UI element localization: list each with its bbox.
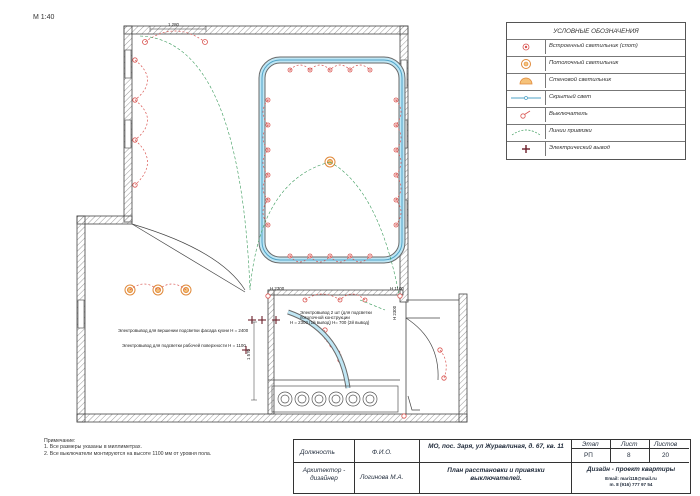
binding-line-icon: [511, 129, 541, 136]
dim-mid-h: H 2300: [392, 305, 397, 320]
contour-spots: [265, 67, 399, 259]
notes-title: Примечание:: [44, 438, 76, 444]
legend: УСЛОВНЫЕ ОБОЗНАЧЕНИЯ Встроенный светильн…: [506, 22, 686, 160]
ceiling-lamp-icon: [521, 59, 531, 69]
note-outlet-ceiling-3: H = 2300 (1й вывод) H= 700 (2й вывод): [290, 320, 370, 325]
stage-value: РП: [584, 452, 593, 459]
wardrobe-circles: [271, 385, 399, 413]
sheets-label: Листов: [654, 441, 678, 448]
scale-label: М 1:40: [33, 14, 55, 21]
binding-lines: [139, 35, 401, 311]
email: Email: mari118@mail.ru: [605, 476, 657, 481]
company: Дизайн - проект квартиры: [586, 466, 676, 473]
legend-title: УСЛОВНЫЕ ОБОЗНАЧЕНИЯ: [553, 28, 639, 35]
central-ceiling-lamp: [324, 156, 336, 168]
corridor-hidden-light: [287, 309, 351, 389]
note-outlet-ceiling-1: Электровывод 2 шт (для подсветки: [300, 310, 372, 315]
note-item: 2. Все выключатели монтируются на высоте…: [44, 450, 212, 457]
legend-row-hidden-light: Скрытый свет: [507, 90, 685, 105]
dimension-lines: [149, 26, 257, 401]
legend-row-switch: Выключатель: [507, 107, 685, 122]
outlet-icon: [522, 145, 530, 153]
title-block: Должность Ф.И.О. МО, пос. Заря, ул Журав…: [293, 439, 691, 494]
legend-row-binding-line: Линии привязки: [507, 124, 685, 139]
name-label: Ф.И.О.: [372, 449, 392, 456]
note-outlet-hood: Электровывод для вершении подсветки фаса…: [118, 328, 249, 333]
address: МО, пос. Заря, ул Журавлиная, д. 67, кв.…: [428, 443, 564, 450]
legend-row-ceiling-lamp: Потолочный светильник: [507, 56, 685, 71]
partitions: [268, 299, 459, 414]
sheets-value: 20: [662, 452, 670, 459]
legend-label: Встроенный светильник (спот): [549, 43, 638, 49]
legend-label: Линии привязки: [549, 128, 592, 134]
legend-row-outlet: Электрический вывод: [507, 141, 685, 156]
legend-label: Скрытый свет: [549, 94, 592, 100]
legend-label: Стеновой светильник: [549, 77, 612, 83]
person: Логинова М.А.: [360, 474, 404, 481]
hidden-light-contour: [258, 56, 406, 264]
legend-label: Выключатель: [549, 111, 588, 117]
notes: Примечание: 1. Все размеры указаны в мил…: [44, 438, 211, 457]
dim-left-vertical: 1 570: [246, 349, 251, 360]
sheet-label: Лист: [621, 441, 638, 448]
stage-label: Этап: [582, 441, 599, 448]
phone: m. 8 (916) 777 97 54: [609, 482, 653, 487]
wall-lamp-icon: [519, 77, 533, 85]
hidden-light-icon: [511, 96, 541, 100]
legend-label: Потолочный светильник: [549, 60, 619, 66]
dim-door-h2: H 1100: [390, 286, 404, 291]
legend-row-wall-lamp: Стеновой светильник: [507, 73, 685, 88]
legend-label: Электрический вывод: [549, 145, 611, 151]
role: Архитектор - дизайнер: [302, 467, 346, 482]
position-label: Должность: [300, 449, 335, 456]
sheet-value: 8: [627, 452, 631, 459]
dim-top: 1 280: [168, 22, 179, 27]
dim-door-h1: H 2300: [270, 286, 285, 291]
switch-icon: [520, 110, 531, 119]
doors: [131, 223, 440, 411]
outer-walls: [76, 25, 468, 423]
outlets: [242, 316, 280, 354]
drawing-title: План расстановки и привязки выключателей…: [447, 467, 545, 482]
legend-row-spot: Встроенный светильник (спот): [507, 39, 685, 54]
note-outlet-work: Электровывод для подсветки рабочей повер…: [122, 343, 246, 348]
note-item: 1. Все размеры указаны в миллиметрах.: [44, 444, 142, 451]
switches: [265, 293, 407, 419]
note-outlet-ceiling-2: потолочной конструкции: [300, 315, 350, 320]
spot-icon: [522, 43, 530, 51]
